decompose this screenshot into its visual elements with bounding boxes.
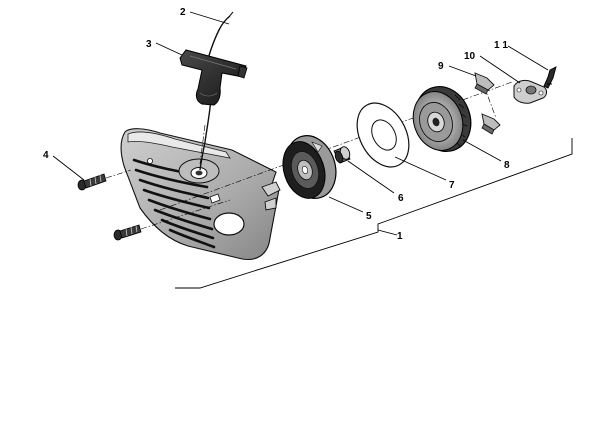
- leader-line-7: [394, 156, 447, 181]
- leader-line-9: [448, 65, 477, 77]
- starter-rope: [199, 97, 212, 171]
- pulley-bushing: [333, 146, 351, 164]
- retaining-clip: [543, 66, 557, 89]
- starter-housing: [120, 128, 281, 260]
- leader-line-2: [189, 11, 230, 25]
- leader-line-6: [347, 160, 395, 194]
- callout-3: 3: [146, 39, 152, 50]
- starter-handle: [179, 49, 248, 106]
- callout-5: 5: [366, 211, 372, 222]
- callout-1: 1: [397, 231, 403, 242]
- rope-pulley: [282, 135, 337, 199]
- leader-line-1: [377, 229, 398, 236]
- leader-line-5: [328, 196, 364, 213]
- callout-6: 6: [398, 193, 404, 204]
- callout-8: 8: [504, 160, 510, 171]
- starter-pawl-lower: [481, 113, 501, 135]
- washer-disc: [356, 102, 410, 168]
- housing-screw-lower: [113, 224, 142, 241]
- leader-line-11: [507, 45, 549, 71]
- callout-11: 1 1: [494, 40, 508, 51]
- housing-screw-upper: [77, 173, 107, 191]
- leader-line-4: [52, 155, 85, 181]
- leader-line-8: [462, 139, 502, 162]
- housing-center-hole: [213, 212, 245, 236]
- callout-9: 9: [438, 61, 444, 72]
- spring-cassette: [412, 86, 472, 152]
- leader-line-3: [155, 42, 183, 56]
- starter-pawl-upper: [474, 72, 495, 95]
- leader-line-10: [479, 55, 521, 84]
- callout-2: 2: [180, 7, 186, 18]
- callout-10: 10: [464, 51, 476, 62]
- assembly-bracket-line: [175, 138, 573, 289]
- callout-4: 4: [43, 150, 49, 161]
- pawl-carrier: [513, 79, 547, 104]
- housing-cooling-fins: [132, 158, 216, 249]
- callout-7: 7: [449, 180, 455, 191]
